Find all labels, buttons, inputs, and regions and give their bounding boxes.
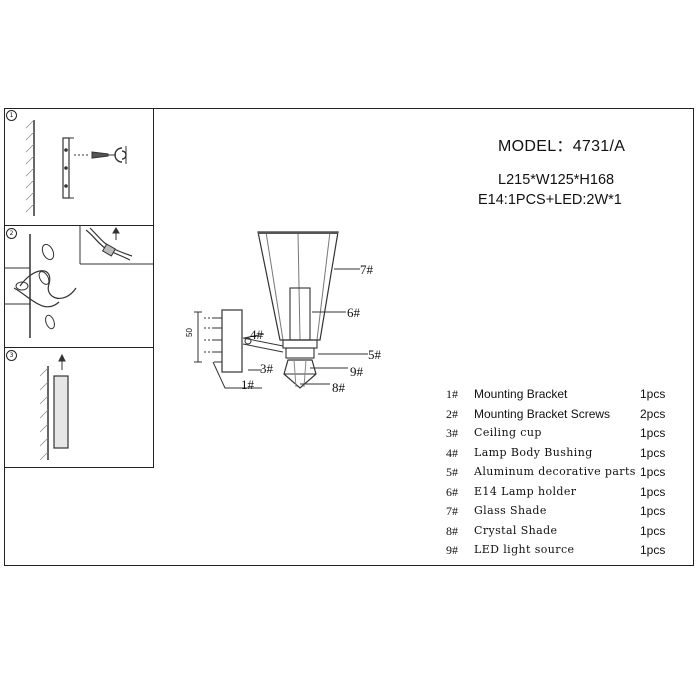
part-name: LED light source — [474, 543, 575, 556]
parts-row: 1# Mounting Bracket 1pcs — [446, 387, 686, 407]
callout-4: 4# — [250, 327, 263, 342]
step-number-3: 3 — [6, 350, 17, 361]
part-name: Aluminum decorative parts — [474, 465, 636, 478]
parts-row: 8# Crystal Shade 1pcs — [446, 524, 686, 544]
callout-8: 8# — [332, 380, 345, 395]
part-quantity: 1pcs — [640, 426, 666, 440]
step-number-1: 1 — [6, 110, 17, 121]
crystal-shade-shape — [283, 359, 317, 389]
part-quantity: 1pcs — [640, 387, 666, 401]
parts-list: 1# Mounting Bracket 1pcs 2# Mounting Bra… — [446, 387, 686, 563]
part-name: E14 Lamp holder — [474, 484, 577, 498]
ceiling-cup-shape — [221, 309, 243, 373]
part-number: 6# — [446, 484, 458, 499]
step-number-2: 2 — [6, 228, 17, 239]
callout-9: 9# — [350, 364, 363, 379]
callout-3: 3# — [260, 361, 273, 376]
installation-steps: 1 2 — [4, 108, 154, 468]
light-source-spec: E14:1PCS+LED:2W*1 — [478, 192, 622, 208]
part-number: 2# — [446, 406, 458, 421]
part-quantity: 1pcs — [640, 543, 666, 557]
drawing-frame — [4, 108, 694, 566]
parts-row: 6# E14 Lamp holder 1pcs — [446, 485, 686, 505]
part-number: 9# — [446, 543, 458, 557]
part-quantity: 1pcs — [640, 504, 666, 518]
install-step-2: 2 — [4, 226, 153, 348]
step-2-illustration — [4, 226, 153, 338]
part-quantity: 2pcs — [640, 406, 666, 421]
parts-row: 5# Aluminum decorative parts 1pcs — [446, 465, 686, 485]
parts-row: 4# Lamp Body Bushing 1pcs — [446, 446, 686, 466]
part-number: 4# — [446, 445, 458, 460]
dimensions-spec: L215*W125*H168 — [498, 172, 615, 188]
part-number: 7# — [446, 504, 458, 518]
install-step-1: 1 — [4, 108, 153, 226]
part-number: 3# — [446, 426, 458, 440]
part-quantity: 1pcs — [640, 445, 666, 460]
parts-row: 2# Mounting Bracket Screws 2pcs — [446, 407, 686, 427]
callout-5: 5# — [368, 347, 381, 362]
part-name: Glass Shade — [474, 504, 547, 517]
part-name: Mounting Bracket — [474, 387, 568, 401]
part-quantity: 1pcs — [640, 465, 666, 479]
part-number: 5# — [446, 465, 458, 479]
step-1-illustration — [25, 119, 127, 216]
model-title: MODEL：4731/A — [498, 138, 626, 155]
callout-6: 6# — [347, 305, 360, 320]
callout-7: 7# — [360, 262, 373, 277]
part-quantity: 1pcs — [640, 523, 666, 538]
part-number: 1# — [446, 387, 458, 401]
part-number: 8# — [446, 523, 458, 538]
parts-row: 9# LED light source 1pcs — [446, 543, 686, 563]
part-name: Lamp Body Bushing — [474, 445, 593, 459]
part-quantity: 1pcs — [640, 484, 666, 499]
part-name: Mounting Bracket Screws — [474, 406, 611, 421]
parts-row: 7# Glass Shade 1pcs — [446, 504, 686, 524]
part-name: Crystal Shade — [474, 523, 558, 537]
callout-1: 1# — [241, 377, 254, 392]
step-3-illustration — [39, 353, 69, 461]
dimension-label: 50 — [184, 328, 194, 337]
part-name: Ceiling cup — [474, 426, 542, 439]
install-step-3: 3 — [4, 348, 153, 466]
parts-row: 3# Ceiling cup 1pcs — [446, 426, 686, 446]
